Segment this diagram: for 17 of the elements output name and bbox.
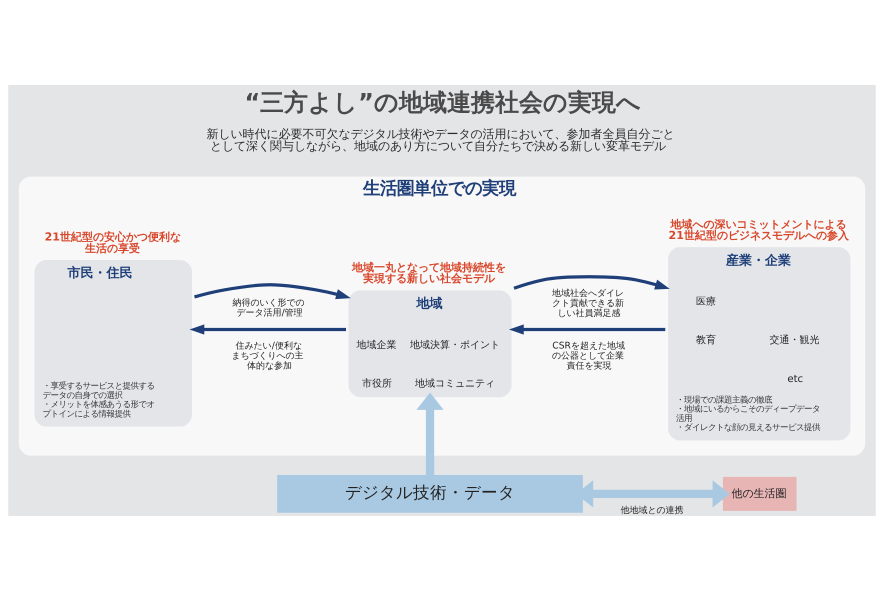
- node-box: 他の生活圏: [722, 476, 797, 510]
- node-label: 地域一丸となって地域持続性を実現する新しい社会モデル: [352, 260, 506, 285]
- edge-label: 地域社会へダイレクト貢献できる新しい社員満足感: [552, 287, 624, 319]
- edge-label: 住みたい/便利なまちづくりへの主体的な参加: [232, 340, 304, 372]
- edge-label: 他地域との連携: [620, 504, 684, 516]
- node-label: 21世紀型の安心かつ便利な生活の享受: [44, 230, 181, 254]
- edge-label: 納得のいく形でのデータ活用/管理: [232, 297, 304, 318]
- arrow: [513, 274, 670, 290]
- arrow: [190, 324, 346, 334]
- arrow: [508, 324, 666, 334]
- caption: 新しい時代に必要不可欠なデジタル技術やデータの活用において、参加者全員自分ごととして深く関与しながら、地域のあり方について自分たちで決める新しい変革モデル: [206, 126, 675, 152]
- node-label: 地域への深いコミットメントによる21世紀型のビジネスモデルへの参入: [668, 217, 849, 242]
- arrow: [416, 392, 444, 475]
- arrow: [194, 282, 351, 299]
- diagram-title: “三方よし”の地域連携社会の実現へ: [244, 88, 641, 116]
- node-box: デジタル技術・データ: [277, 474, 583, 512]
- edge-label: CSRを超えた地域の公器として企業責任を実現: [552, 340, 625, 372]
